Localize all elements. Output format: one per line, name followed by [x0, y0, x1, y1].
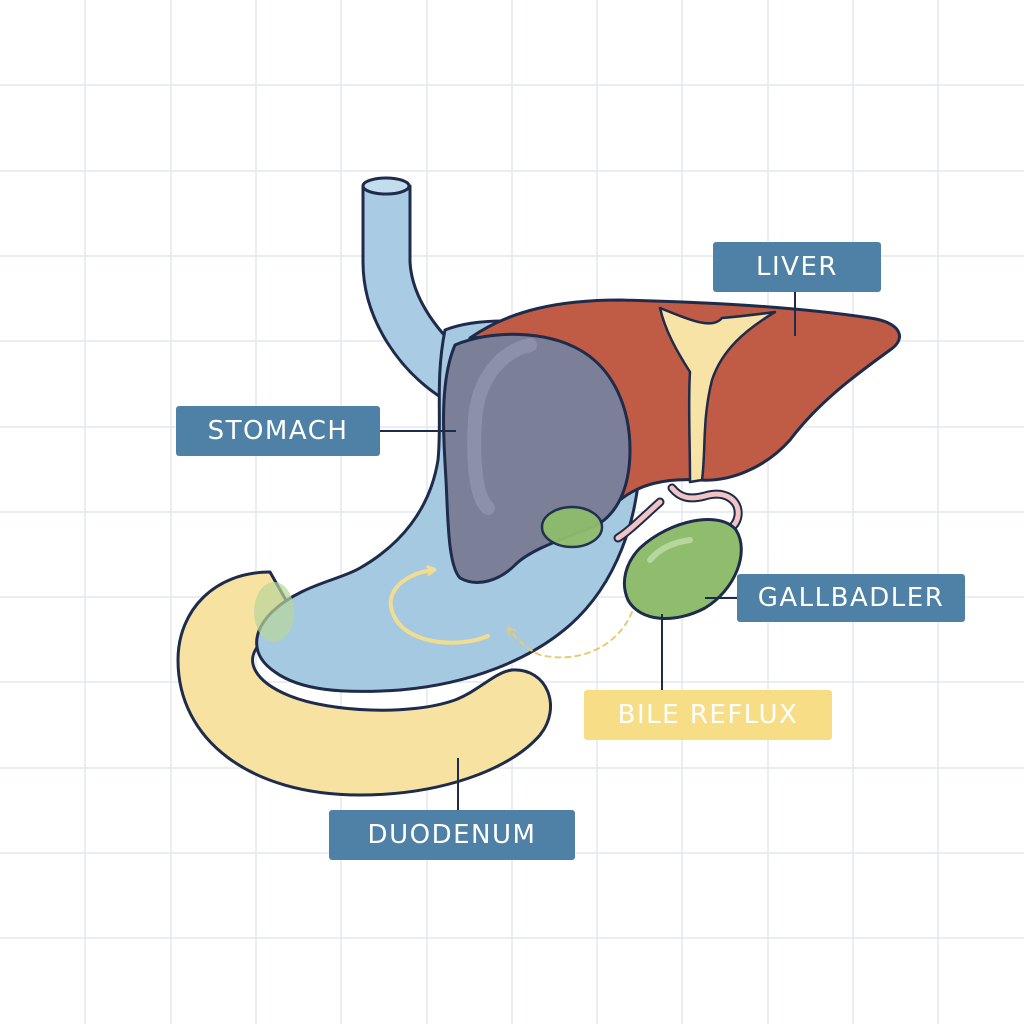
liver-lobe-highlight	[467, 338, 537, 515]
esophagus-opening	[361, 176, 411, 196]
gallbladder-label: GALLBADLER	[737, 574, 965, 622]
liver-label: LIVER	[713, 242, 881, 292]
duodenum-label: DUODENUM	[329, 810, 575, 860]
bile-reflux-dashed-arrow	[507, 611, 633, 659]
pylorus-blend	[254, 582, 294, 642]
stomach-label: STOMACH	[176, 406, 380, 456]
falciform-ligament	[658, 306, 777, 484]
gallbladder-tip	[540, 505, 604, 549]
reflux-circular-arrow	[388, 570, 490, 645]
gallbladder-shape	[623, 518, 743, 620]
bile-reflux-label: BILE REFLUX	[584, 690, 832, 740]
gallbladder-highlight	[647, 537, 693, 563]
